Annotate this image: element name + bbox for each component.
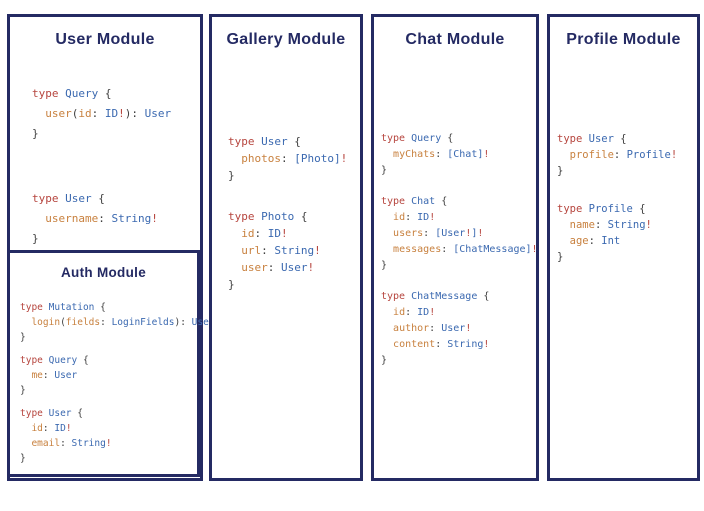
user-module-panel: User Module type Query { user(id: ID!): …	[7, 14, 215, 481]
gallery-module-panel: Gallery Module type User { photos: [Phot…	[209, 14, 363, 481]
user-module-title: User Module	[55, 31, 155, 48]
chat-module-panel: Chat Module type Query { myChats: [Chat]…	[371, 14, 539, 481]
chat-module-code: type Query { myChats: [Chat]!}type Chat …	[381, 133, 538, 366]
gallery-module-code: type User { photos: [Photo]!}type Photo …	[228, 135, 348, 291]
profile-module-panel: Profile Module type User { profile: Prof…	[547, 14, 700, 481]
auth-module-code: type Mutation { login(fields: LoginField…	[20, 302, 215, 464]
gallery-module-title: Gallery Module	[226, 31, 346, 48]
auth-module-title: Auth Module	[60, 265, 147, 280]
auth-module-panel: Auth Module type Mutation { login(fields…	[7, 250, 215, 477]
user-module-code: type Query { user(id: ID!): User}type Us…	[32, 87, 172, 245]
profile-module-title: Profile Module	[566, 31, 681, 48]
chat-module-title: Chat Module	[405, 31, 505, 48]
profile-module-code: type User { profile: Profile!}type Profi…	[557, 133, 678, 263]
